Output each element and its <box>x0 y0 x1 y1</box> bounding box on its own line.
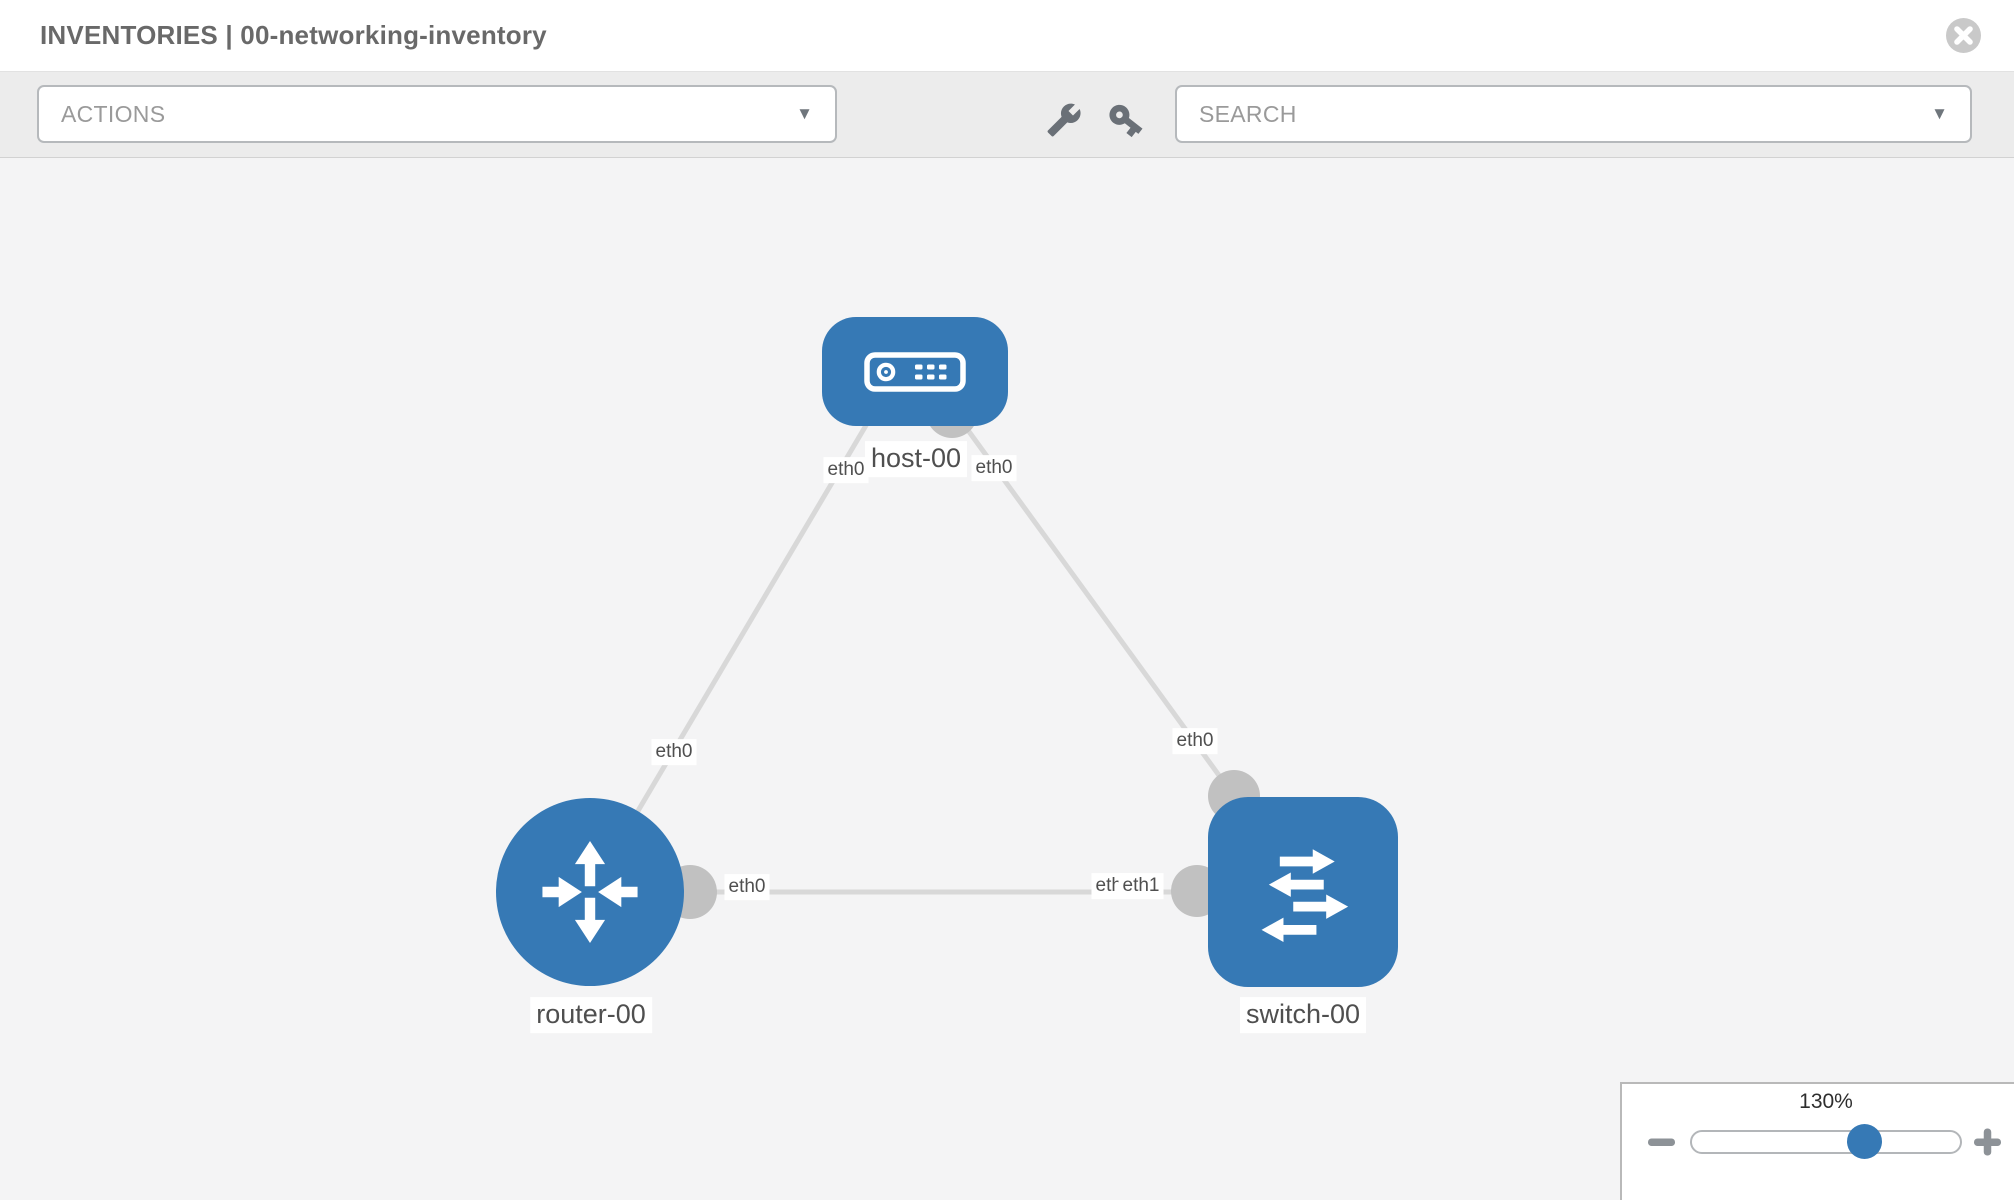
interface-label-host-eth0-left: eth0 <box>823 457 869 483</box>
close-button[interactable] <box>1945 17 1982 54</box>
zoom-slider-track[interactable] <box>1690 1130 1962 1154</box>
switch-icon <box>1261 849 1349 943</box>
search-dropdown[interactable]: SEARCH ▼ <box>1175 85 1972 143</box>
page-title: INVENTORIES | 00-networking-inventory <box>40 20 547 50</box>
toolbar: ACTIONS ▼ SEARCH ▼ <box>0 72 2014 158</box>
node-label-host: host-00 <box>864 441 968 477</box>
interface-label-router-eth0-right: eth0 <box>724 874 770 900</box>
actions-dropdown[interactable]: ACTIONS ▼ <box>37 85 837 143</box>
interface-label-host-eth0-right: eth0 <box>971 455 1017 481</box>
zoom-out-button[interactable] <box>1644 1124 1680 1165</box>
zoom-in-button[interactable] <box>1970 1124 2006 1165</box>
chevron-down-icon: ▼ <box>1931 104 1948 123</box>
interface-label-switch-eth1: eth1 <box>1118 873 1164 899</box>
node-switch-00[interactable] <box>1208 797 1398 987</box>
close-icon <box>1946 18 1981 53</box>
topology-canvas[interactable]: host-00 eth0 eth0 eth0 eth0 eth0 eth0 et… <box>0 158 2014 1200</box>
key-icon <box>1109 104 1143 138</box>
interface-label-switch-eth0-top: eth0 <box>1172 728 1218 754</box>
host-icon <box>864 351 966 392</box>
credentials-button[interactable] <box>1106 100 1146 145</box>
zoom-level-value: 130% <box>1799 1090 1853 1113</box>
actions-dropdown-label: ACTIONS <box>61 100 166 127</box>
configure-tools-button[interactable] <box>1046 102 1082 143</box>
interface-label-router-eth0-top: eth0 <box>651 739 697 765</box>
links-layer <box>587 386 1260 919</box>
zoom-slider-handle[interactable] <box>1847 1124 1882 1159</box>
plus-icon <box>1974 1128 2001 1156</box>
zoom-panel: 130% <box>1620 1082 2014 1200</box>
minus-icon <box>1648 1138 1675 1146</box>
wrench-icon <box>1047 103 1081 137</box>
node-label-router: router-00 <box>530 997 652 1033</box>
router-icon <box>542 840 638 944</box>
chevron-down-icon: ▼ <box>796 104 813 123</box>
search-placeholder: SEARCH <box>1199 100 1297 127</box>
node-label-switch: switch-00 <box>1239 997 1367 1033</box>
node-host-00[interactable] <box>822 317 1008 426</box>
window-header: INVENTORIES | 00-networking-inventory <box>0 0 2014 72</box>
node-router-00[interactable] <box>496 798 684 986</box>
